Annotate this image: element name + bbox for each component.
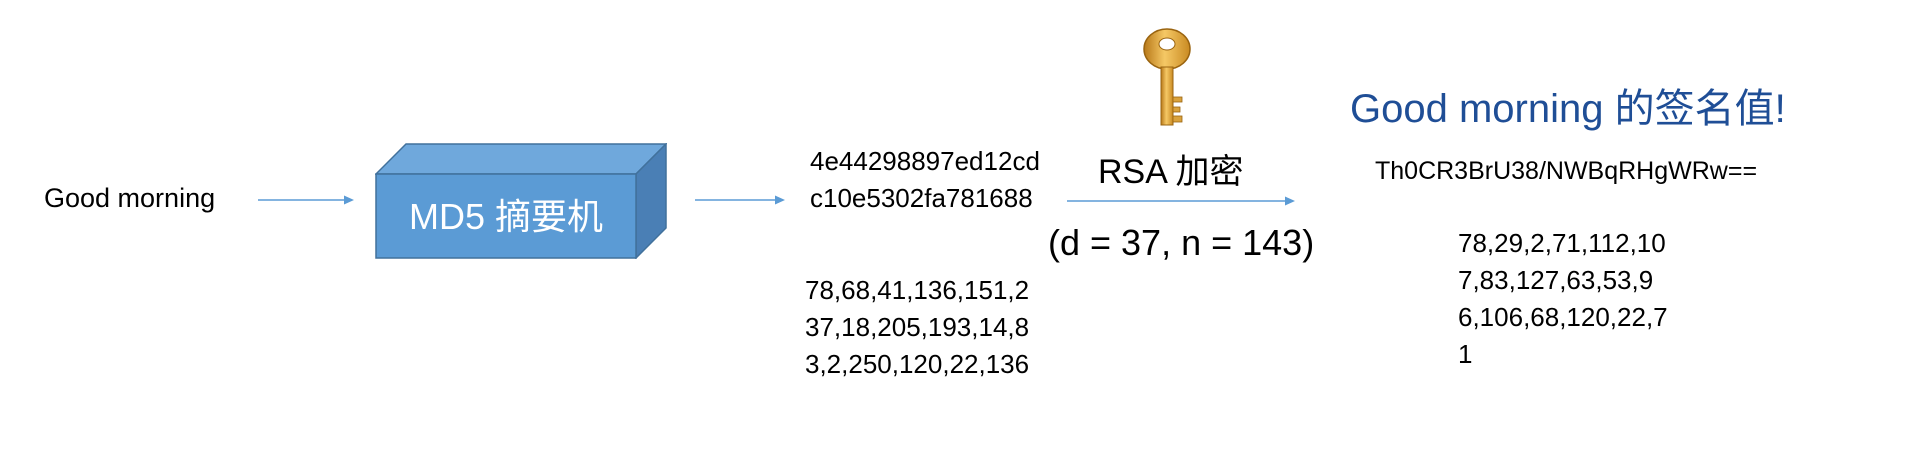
- arrow-rsa-to-signature: [1067, 194, 1295, 208]
- arrow-md5-to-digest: [695, 193, 785, 207]
- arrow-input-to-md5: [258, 193, 354, 207]
- rsa-private-key-params: (d = 37, n = 143): [1048, 222, 1315, 263]
- signature-base64: Th0CR3BrU38/NWBqRHgWRw==: [1375, 157, 1758, 185]
- md5-digest-box: [375, 143, 667, 259]
- signature-title: Good morning 的签名值!: [1350, 87, 1786, 131]
- md5-decimal-digest: 78,68,41,136,151,237,18,205,193,14,83,2,…: [805, 275, 1030, 379]
- md5-hex-digest: 4e44298897ed12cdc10e5302fa781688: [810, 146, 1040, 213]
- input-text: Good morning: [44, 183, 216, 213]
- key-icon: [1139, 27, 1195, 136]
- signature-decimal: 78,29,2,71,112,107,83,127,63,53,96,106,6…: [1458, 228, 1668, 369]
- rsa-encrypt-label: RSA 加密: [1098, 153, 1244, 191]
- md5-box-label: MD5 摘要机: [408, 196, 603, 237]
